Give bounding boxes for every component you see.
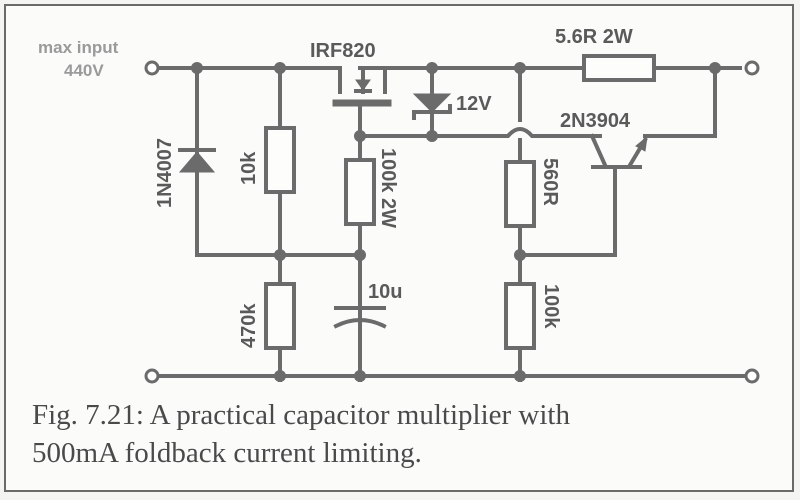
resistor-560r [504,160,536,228]
junction-dot [354,130,366,142]
junction-dot [354,249,366,261]
junction-dot [426,130,438,142]
junction-dot [274,62,286,74]
label-470k: 470k [238,303,260,348]
terminal-input-positive [144,60,160,76]
resistor-470k [264,282,296,350]
zener-bar [412,104,452,120]
resistor-100k [504,282,536,350]
transistor-2n3904 [589,133,648,169]
diode-1n4007 [178,148,216,173]
junction-dot [514,249,526,261]
capacitor-plate-negative [333,318,387,329]
junction-dot [354,370,366,382]
resistor-10k [264,126,296,194]
junction-dot [426,62,438,74]
figure-caption: Fig. 7.21: A practical capacitor multipl… [32,396,772,472]
label-100k-2w: 100k 2W [377,148,399,228]
zener-triangle [412,93,452,113]
zener-12v [412,93,452,120]
label-max-input: max input [38,38,119,57]
wire-base-feedback [518,165,617,257]
caption-line-2: 500mA foldback current limiting. [32,437,422,469]
mosfet-irf820 [332,79,392,107]
label-10k: 10k [238,151,260,185]
junction-dot [274,249,286,261]
circuit-schematic: max input 440V IRF820 12V 5.6R 2W 2N3904… [38,26,760,384]
caption-line-1: Fig. 7.21: A practical capacitor multipl… [32,399,570,431]
transistor-emitter-arrow [635,135,648,152]
diode-triangle [178,151,216,173]
label-diode: 1N4007 [154,138,176,208]
capacitor-10u [333,306,387,329]
label-transistor: 2N3904 [560,110,631,132]
resistor-100k-2w [344,158,376,226]
junction-dot [514,370,526,382]
junction-dots [191,62,721,382]
junction-dot [274,370,286,382]
junction-dot [709,62,721,74]
mosfet-body-diode [355,79,371,91]
label-mosfet: IRF820 [310,40,376,62]
label-zener: 12V [456,93,492,115]
label-input-voltage: 440V [64,61,104,80]
junction-dot [514,62,526,74]
terminal-input-negative [144,368,160,384]
resistor-5r6-2w [582,54,656,82]
terminal-output-negative [744,368,760,384]
terminal-output-positive [744,60,760,76]
wire-gate-feedback [358,127,602,138]
label-560r: 560R [539,158,561,206]
label-sense-resistor: 5.6R 2W [555,26,633,48]
label-capacitor: 10u [368,281,402,303]
figure-frame [4,4,794,492]
label-100k: 100k [540,284,562,329]
transistor-collector [589,133,608,168]
wire-emitter-output [643,66,717,138]
junction-dot [191,62,203,74]
